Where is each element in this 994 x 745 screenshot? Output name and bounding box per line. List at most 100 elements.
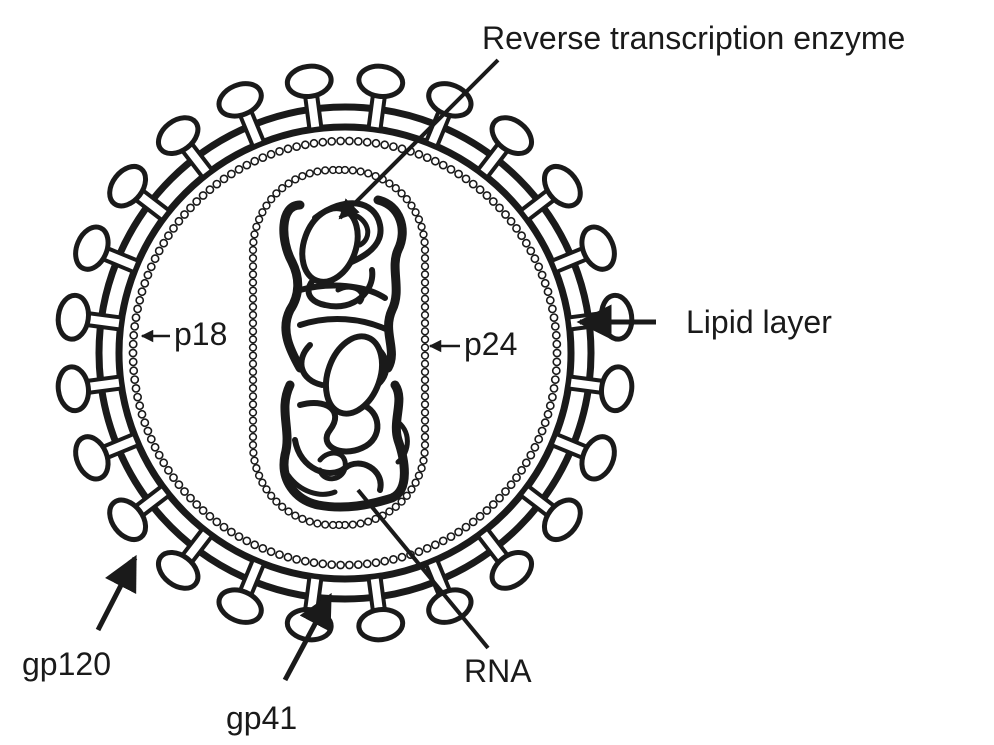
p24-bead [342, 167, 349, 174]
p18-bead [440, 162, 447, 169]
p18-bead [276, 551, 283, 558]
p18-bead [310, 140, 317, 147]
p18-bead [398, 554, 405, 561]
p24-bead [268, 196, 275, 203]
p24-bead [253, 465, 260, 472]
p18-bead [508, 218, 515, 225]
p18-bead [156, 452, 163, 459]
p18-bead [542, 419, 549, 426]
p24-bead [253, 223, 260, 230]
p18-bead [518, 467, 525, 474]
p18-bead [462, 175, 469, 182]
p24-bead [422, 247, 429, 254]
p24-bead [357, 168, 364, 175]
p24-bead [250, 442, 257, 449]
p18-bead [138, 411, 145, 418]
p18-bead [328, 561, 335, 568]
p18-bead [175, 481, 182, 488]
p18-bead [470, 518, 477, 525]
p24-bead [250, 449, 257, 456]
p18-bead [513, 225, 520, 232]
p18-bead [440, 537, 447, 544]
p18-bead [502, 488, 509, 495]
p18-bead [220, 175, 227, 182]
p24-bead [250, 304, 257, 311]
p24-bead [412, 209, 419, 216]
p24-bead [349, 521, 356, 528]
p24-bead [256, 216, 263, 223]
p18-bead [547, 297, 554, 304]
p18-bead [531, 444, 538, 451]
p24-bead [259, 479, 266, 486]
p24-bead [250, 360, 257, 367]
p18-bead [470, 181, 477, 188]
p18-bead [523, 240, 530, 247]
p18-bead [549, 305, 556, 312]
p18-bead [544, 288, 551, 295]
p18-bead [144, 271, 151, 278]
p18-bead [553, 358, 560, 365]
p18-bead [553, 341, 560, 348]
p18-bead [513, 474, 520, 481]
gp41-gp120-spike [56, 361, 124, 413]
p18-bead [152, 444, 159, 451]
p24-bead [418, 465, 425, 472]
p18-bead [447, 533, 454, 540]
p18-bead [131, 376, 138, 383]
p18-bead [550, 385, 557, 392]
p24-bead [416, 216, 423, 223]
p24-bead [422, 425, 429, 432]
p24-bead [250, 271, 257, 278]
p18-bead [136, 402, 143, 409]
p18-bead [390, 143, 397, 150]
p24-bead [422, 279, 429, 286]
p18-bead [130, 358, 137, 365]
p18-bead [535, 436, 542, 443]
gp41-gp120-spike [285, 64, 337, 132]
p24-bead [392, 185, 399, 192]
p18-bead [372, 559, 379, 566]
p24-bead [250, 417, 257, 424]
p18-bead [337, 561, 344, 568]
p24-bead [408, 486, 415, 493]
p24-bead [250, 312, 257, 319]
p24-bead [422, 369, 429, 376]
p18-bead [549, 394, 556, 401]
p24-bead [279, 503, 286, 510]
p18-bead [130, 332, 137, 339]
p24-bead [357, 520, 364, 527]
p24-bead [314, 520, 321, 527]
p24-bead [250, 247, 257, 254]
p18-bead [284, 554, 291, 561]
p18-bead [502, 211, 509, 218]
p18-bead [527, 247, 534, 254]
p18-bead [175, 218, 182, 225]
p24-bead [250, 263, 257, 270]
p18-bead [165, 467, 172, 474]
p18-bead [544, 411, 551, 418]
p18-bead [490, 198, 497, 205]
p18-bead [131, 323, 138, 330]
p24-bead [306, 518, 313, 525]
p18-bead [181, 488, 188, 495]
p24-bead [322, 167, 329, 174]
p24-bead [250, 369, 257, 376]
p18-bead [319, 139, 326, 146]
gp120-knob [576, 432, 621, 484]
p24-bead [250, 328, 257, 335]
p24-bead [422, 336, 429, 343]
p18-bead [364, 139, 371, 146]
gp41-gp120-spike [353, 574, 405, 642]
p24-bead [422, 434, 429, 441]
p18-bead [144, 427, 151, 434]
p18-bead [129, 349, 136, 356]
p18-bead [310, 559, 317, 566]
p24-bead [422, 328, 429, 335]
p18-bead [132, 314, 139, 321]
p18-bead [148, 436, 155, 443]
p24-bead [285, 508, 292, 515]
gp120-knob [576, 222, 621, 274]
p18-bead [328, 138, 335, 145]
p18-bead [228, 528, 235, 535]
p24-bead [422, 271, 429, 278]
